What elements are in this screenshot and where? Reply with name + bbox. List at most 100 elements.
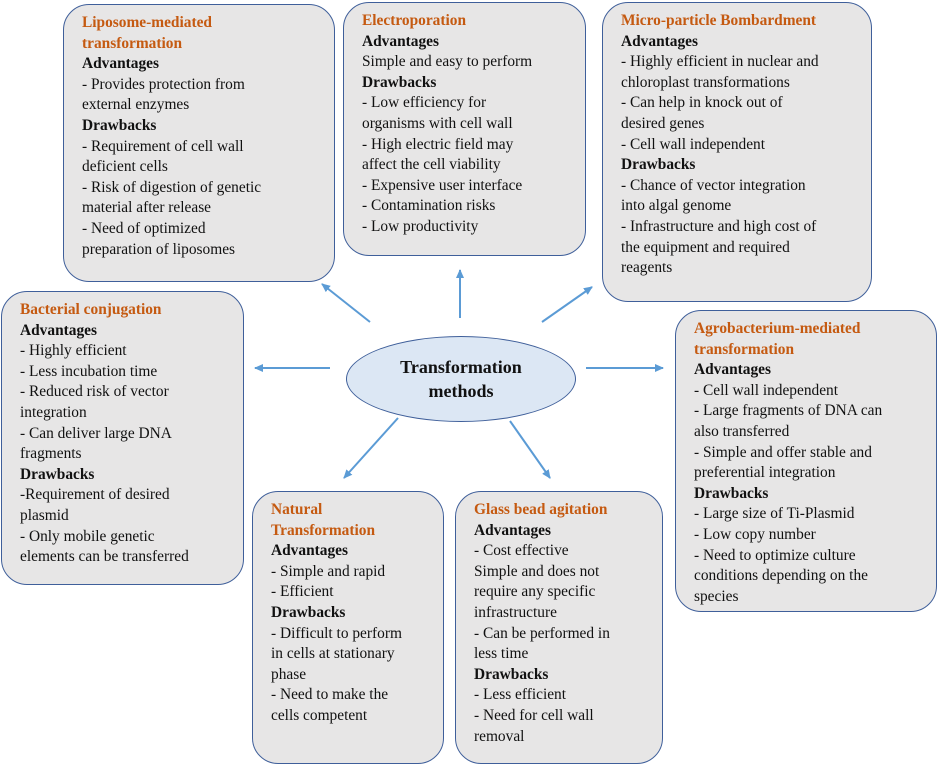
drawback-item: -Requirement of desired [20,486,170,504]
box-title: Agrobacterium-mediated [694,320,861,337]
arrow-to-liposome [321,283,371,323]
drawbacks-heading: Drawbacks [694,484,769,502]
drawback-item: - Need for cell wall [474,706,594,724]
drawback-item: into algal genome [621,197,732,215]
advantages-heading: Advantages [362,32,439,50]
drawback-item: conditions depending on the [694,567,868,585]
drawback-item: - Need of optimized [82,219,206,237]
advantage-item: - Large fragments of DNA can [694,402,883,420]
drawbacks-heading: Drawbacks [82,116,157,134]
drawback-item: - Low efficiency for [362,94,487,112]
box-title: Bacterial conjugation [20,301,162,318]
advantages-heading: Advantages [694,361,771,379]
drawback-item: affect the cell viability [362,156,501,174]
central-node-transformation-methods: Transformation methods [346,336,576,422]
drawback-item: deficient cells [82,158,168,176]
arrow-to-microparticle [541,286,593,323]
drawback-item: - Low copy number [694,525,816,543]
box-title: Glass bead agitation [474,501,608,518]
drawback-item: the equipment and required [621,238,790,256]
advantage-item: - Efficient [271,583,334,601]
advantage-item: - Highly efficient [20,342,127,360]
arrow-to-glassbead [509,420,551,479]
drawback-item: - Difficult to perform [271,624,402,642]
drawback-item: species [694,587,739,605]
drawbacks-heading: Drawbacks [621,156,696,174]
drawbacks-heading: Drawbacks [362,73,437,91]
advantage-item: - Cell wall independent [621,135,766,153]
advantages-heading: Advantages [621,32,698,50]
advantage-item: - Reduced risk of vector [20,383,169,401]
drawback-item: reagents [621,259,673,277]
drawback-item: - Contamination risks [362,197,496,215]
drawback-item: removal [474,727,525,745]
drawback-item: - Need to optimize culture [694,546,856,564]
drawback-item: - Low productivity [362,217,479,235]
advantage-item: external enzymes [82,96,190,114]
advantage-item: chloroplast transformations [621,73,790,91]
drawback-item: material after release [82,199,212,217]
advantage-item: require any specific [474,583,596,601]
advantage-item: preferential integration [694,464,836,482]
advantages-heading: Advantages [271,542,348,560]
drawback-item: - Less efficient [474,686,567,704]
drawback-item: cells competent [271,706,368,724]
drawback-item: in cells at stationary [271,645,395,663]
drawback-item: - Requirement of cell wall [82,137,244,155]
drawbacks-heading: Drawbacks [474,665,549,683]
drawbacks-heading: Drawbacks [271,603,346,621]
arrow-to-natural [343,417,399,479]
drawback-item: elements can be transferred [20,548,189,566]
advantage-item: - Can help in knock out of [621,94,783,112]
advantage-item: - Cell wall independent [694,381,839,399]
advantage-item: infrastructure [474,603,557,621]
advantage-item: - Cost effective [474,542,569,560]
box-title: Electroporation [362,12,467,29]
advantage-item: Simple and easy to perform [362,53,533,71]
box-title: transformation [82,34,183,52]
advantages-heading: Advantages [474,521,551,539]
advantage-item: - Highly efficient in nuclear and [621,53,819,71]
advantage-item: - Less incubation time [20,362,158,380]
drawback-item: - Large size of Ti-Plasmid [694,505,855,523]
advantage-item: - Simple and rapid [271,562,386,580]
drawback-item: plasmid [20,506,69,524]
drawback-item: - Need to make the [271,686,389,704]
drawback-item: phase [271,665,307,683]
drawback-item: - High electric field may [362,135,514,153]
advantage-item: - Can deliver large DNA [20,424,172,442]
box-title: Natural [271,501,323,518]
drawbacks-heading: Drawbacks [20,465,95,483]
advantage-item: - Can be performed in [474,624,610,642]
advantage-item: less time [474,645,529,663]
box-title: Micro-particle Bombardment [621,12,817,29]
central-label-line-2: methods [428,381,494,401]
drawback-item: - Only mobile genetic [20,527,155,545]
advantage-item: fragments [20,445,82,463]
drawback-item: preparation of liposomes [82,240,236,258]
box-title: Liposome-mediated [82,14,212,31]
advantage-item: integration [20,403,87,421]
advantages-heading: Advantages [20,321,97,339]
advantage-item: Simple and does not [474,562,600,580]
drawback-item: - Risk of digestion of genetic [82,178,262,196]
advantage-item: - Simple and offer stable and [694,443,872,461]
advantage-item: - Provides protection from [82,75,245,93]
advantage-item: also transferred [694,422,790,440]
drawback-item: - Expensive user interface [362,176,523,194]
drawback-item: organisms with cell wall [362,114,513,132]
advantage-item: desired genes [621,114,705,132]
advantages-heading: Advantages [82,55,159,73]
box-title: Transformation [271,521,376,539]
drawback-item: - Chance of vector integration [621,176,806,194]
box-title: transformation [694,340,795,358]
central-label-line-1: Transformation [400,357,522,377]
